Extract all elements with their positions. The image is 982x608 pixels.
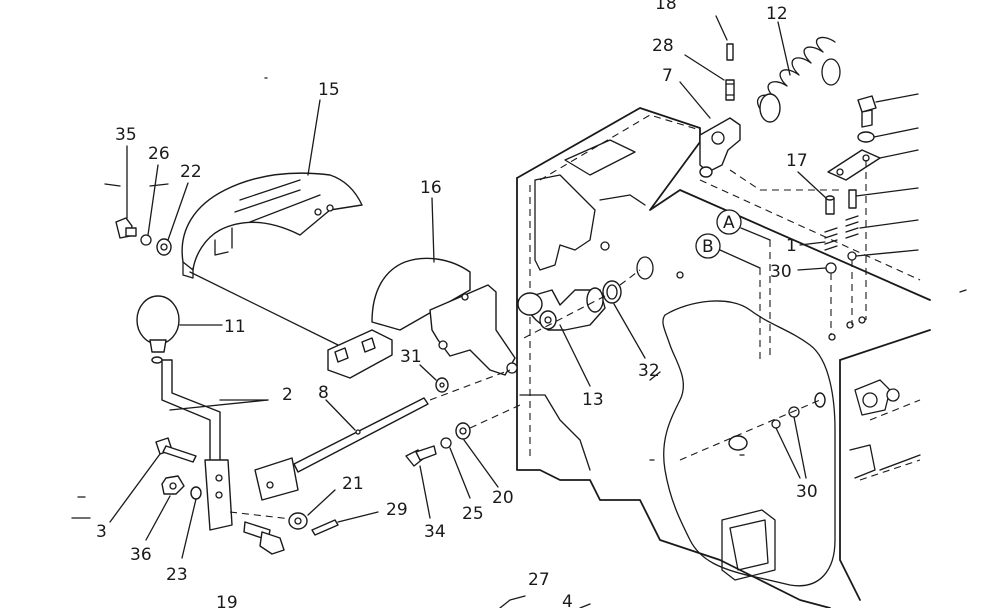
- ball-part-30-upper: [797, 262, 837, 335]
- callout-18: 18: [655, 0, 677, 14]
- callout-15: 15: [318, 80, 340, 100]
- reference-mark-b: [695, 233, 761, 360]
- callout-8: 8: [318, 383, 329, 403]
- reference-label-b: B: [702, 237, 714, 257]
- clip-part-26: [140, 164, 169, 246]
- callout-7: 7: [662, 66, 673, 86]
- ball-part-30-lower: [679, 392, 826, 479]
- callout-17: 17: [786, 151, 808, 171]
- callout-30-lower: 30: [796, 482, 818, 502]
- callout-13: 13: [582, 390, 604, 410]
- callout-20: 20: [492, 488, 514, 508]
- callout-29: 29: [386, 500, 408, 520]
- callout-25: 25: [462, 504, 484, 524]
- washer-part-23: [181, 486, 301, 559]
- callout-11: 11: [224, 317, 246, 337]
- fork-part-7: [679, 81, 741, 178]
- callout-27: 27: [528, 570, 550, 590]
- washer-part-22: [156, 182, 189, 256]
- reference-mark-a: [716, 209, 771, 360]
- cam-part-13: [517, 287, 606, 387]
- shaft-part-8: [254, 369, 511, 501]
- callout-32: 32: [638, 361, 660, 381]
- bolt-part-19: [243, 521, 285, 555]
- pin-part-17: [797, 171, 835, 215]
- callout-31: 31: [400, 347, 422, 367]
- callout-4: 4: [562, 592, 573, 608]
- callout-19: 19: [216, 593, 238, 608]
- callout-12: 12: [766, 4, 788, 24]
- reference-label-a: A: [723, 213, 735, 233]
- bolt-part-3: [109, 437, 197, 523]
- callout-35: 35: [115, 125, 137, 145]
- callout-34: 34: [424, 522, 446, 542]
- right-parts-stack: [827, 93, 919, 325]
- callout-labels: 18 12 28 7 15 35 26 22 16 17 A B 1 30 11…: [96, 0, 818, 608]
- callout-1: 1: [786, 236, 797, 256]
- washer-part-20: [455, 404, 521, 488]
- pin-part-18: [715, 15, 734, 61]
- bolt-part-34: [405, 445, 437, 519]
- washer-part-21: [288, 489, 336, 530]
- pin-part-28: [684, 54, 735, 101]
- spring-part-1: [799, 227, 838, 251]
- callout-21: 21: [342, 474, 364, 494]
- washer-part-31: [419, 364, 449, 393]
- callout-16: 16: [420, 178, 442, 198]
- callout-22: 22: [180, 162, 202, 182]
- callout-2: 2: [282, 385, 293, 405]
- misc-marks: [71, 77, 967, 519]
- callout-36: 36: [130, 545, 152, 565]
- screw-part-35: [104, 145, 137, 239]
- spring-part-12: [756, 21, 841, 123]
- callout-28: 28: [652, 36, 674, 56]
- ring-part-32: [519, 256, 654, 359]
- main-housing: [516, 107, 931, 608]
- knob-part-11: [136, 295, 223, 353]
- callout-30-upper: 30: [770, 262, 792, 282]
- nut-part-36: [145, 475, 185, 541]
- callout-3: 3: [96, 522, 107, 542]
- cover-part-15: [181, 99, 363, 346]
- lever-part-2: [151, 356, 269, 531]
- pin-part-29: [311, 511, 379, 536]
- callout-23: 23: [166, 565, 188, 585]
- callout-26: 26: [148, 144, 170, 164]
- parts-27-4-edge: [499, 595, 591, 608]
- clip-part-25: [440, 437, 471, 499]
- bracket-part-16: [327, 197, 518, 379]
